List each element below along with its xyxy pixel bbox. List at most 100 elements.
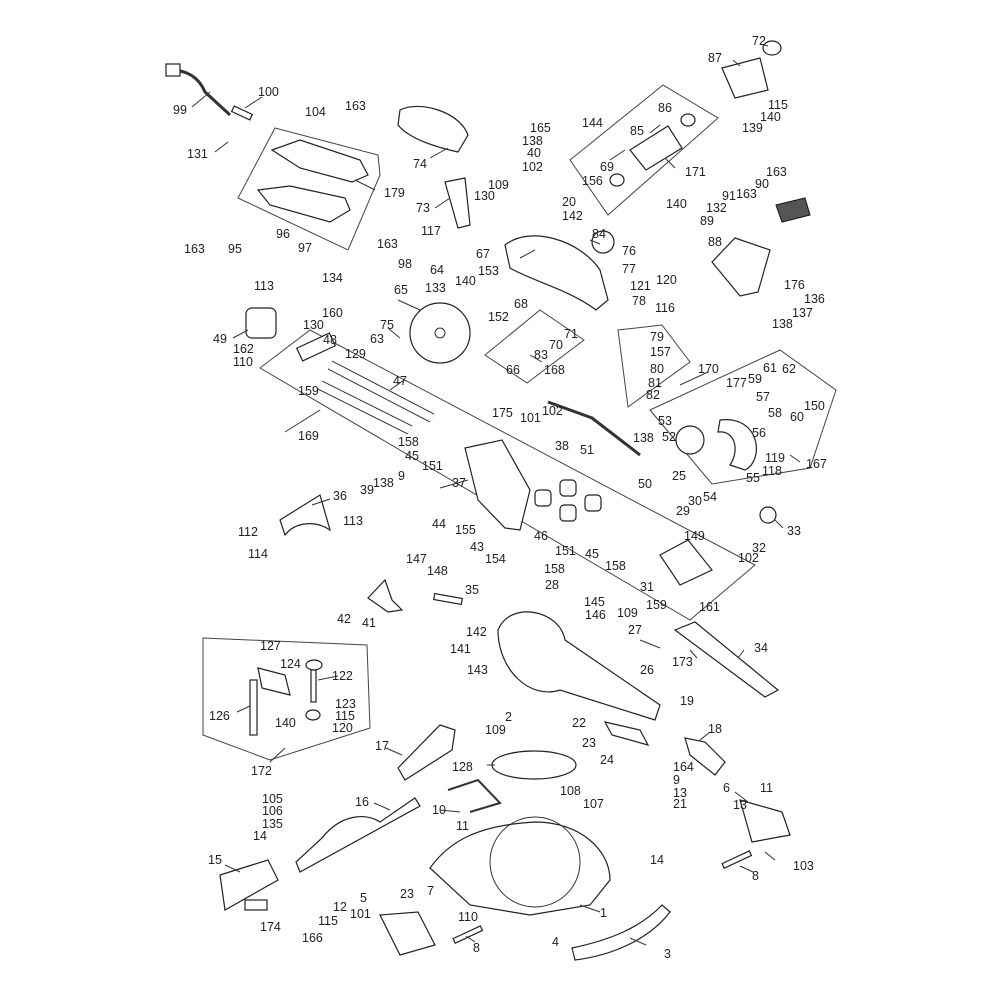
- label-59: 59: [748, 372, 762, 386]
- clamp-124-part: [257, 667, 291, 696]
- label-107: 107: [583, 797, 604, 811]
- label-63: 63: [370, 332, 384, 346]
- label-161: 161: [699, 600, 720, 614]
- guard-53-part: [675, 425, 705, 455]
- switch-housing-part: [711, 237, 771, 297]
- label-13a: 13: [673, 786, 687, 800]
- gear-84-part: [591, 230, 615, 254]
- label-54: 54: [703, 490, 717, 504]
- knob-41-part: [367, 578, 404, 613]
- label-134: 134: [322, 271, 343, 285]
- label-149: 149: [684, 529, 705, 543]
- bushing-46c: [584, 494, 602, 512]
- label-72: 72: [752, 34, 766, 48]
- label-174-part: [244, 899, 268, 911]
- label-1: 1: [600, 906, 607, 920]
- bevel-lock-part: [659, 539, 713, 586]
- label-122: 122: [332, 669, 353, 683]
- knob-122-part: [305, 659, 323, 671]
- group-outlines: [202, 84, 837, 761]
- label-15: 15: [208, 853, 222, 867]
- label-99: 99: [173, 103, 187, 117]
- label-166: 166: [302, 931, 323, 945]
- label-115: 115: [768, 98, 788, 112]
- cord-sleeve-part: [230, 105, 254, 121]
- label-151a: 151: [422, 459, 443, 473]
- label-154: 154: [485, 552, 506, 566]
- rod-122-part: [310, 669, 317, 703]
- label-163: 163: [345, 99, 366, 113]
- label-33: 33: [787, 524, 801, 538]
- label-69: 69: [600, 160, 614, 174]
- label-118: 118: [762, 464, 782, 478]
- label-138a: 138: [522, 134, 543, 148]
- washer-123-part: [305, 709, 321, 721]
- label-163c: 163: [736, 187, 757, 201]
- cap-72-part: [762, 40, 782, 56]
- label-37: 37: [452, 476, 466, 490]
- label-102a: 102: [522, 160, 543, 174]
- label-30: 30: [688, 494, 702, 508]
- label-80: 80: [650, 362, 664, 376]
- label-132: 132: [706, 201, 727, 215]
- label-158c: 158: [544, 562, 565, 576]
- label-115c: 115: [318, 914, 338, 928]
- label-48: 48: [323, 333, 337, 347]
- label-95: 95: [228, 242, 242, 256]
- label-82: 82: [646, 388, 660, 402]
- label-138c: 138: [633, 431, 654, 445]
- label-36: 36: [333, 489, 347, 503]
- lock-22-part: [603, 721, 650, 746]
- label-70: 70: [549, 338, 563, 352]
- label-176: 176: [784, 278, 805, 292]
- label-103: 103: [793, 859, 814, 873]
- label-115b: 115: [335, 709, 355, 723]
- label-138b: 138: [772, 317, 793, 331]
- upper-guard-part: [504, 235, 609, 311]
- cord-plug-part: [165, 63, 181, 77]
- extension-6-part: [739, 799, 791, 843]
- support-15-part: [219, 859, 279, 911]
- label-98: 98: [398, 257, 412, 271]
- bevel-guide-part: [279, 494, 332, 537]
- label-50: 50: [638, 477, 652, 491]
- label-29: 29: [676, 504, 690, 518]
- switch-90-part: [775, 197, 811, 223]
- pin-35-part: [432, 592, 464, 606]
- base-1-part: [429, 821, 611, 916]
- label-8b: 8: [473, 941, 480, 955]
- lever-51-part: [547, 400, 641, 457]
- label-66: 66: [506, 363, 520, 377]
- label-83: 83: [534, 348, 548, 362]
- label-64: 64: [430, 263, 444, 277]
- label-11a: 11: [760, 781, 773, 795]
- base-turntable-ring: [489, 816, 581, 908]
- label-169: 169: [298, 429, 319, 443]
- label-76: 76: [622, 244, 636, 258]
- label-61: 61: [763, 361, 777, 375]
- label-142a: 142: [562, 209, 583, 223]
- label-105: 105: [262, 792, 283, 806]
- label-53: 53: [658, 414, 672, 428]
- label-97: 97: [298, 241, 312, 255]
- label-157: 157: [650, 345, 671, 359]
- label-45a: 45: [405, 449, 419, 463]
- saw-blade-part: [409, 302, 471, 364]
- label-130a: 130: [474, 189, 495, 203]
- label-143: 143: [467, 663, 488, 677]
- rod-126-part: [249, 679, 258, 736]
- label-4: 4: [552, 935, 559, 949]
- plate-48-part: [295, 332, 337, 362]
- label-110b: 110: [458, 910, 478, 924]
- label-42: 42: [337, 612, 351, 626]
- label-144: 144: [582, 116, 603, 130]
- label-150: 150: [804, 399, 825, 413]
- bearing-86-part: [680, 113, 696, 127]
- label-175: 175: [492, 406, 513, 420]
- label-75: 75: [380, 318, 394, 332]
- label-57: 57: [756, 390, 770, 404]
- bushing-46d: [559, 504, 577, 522]
- label-162: 162: [233, 342, 254, 356]
- label-35: 35: [465, 583, 479, 597]
